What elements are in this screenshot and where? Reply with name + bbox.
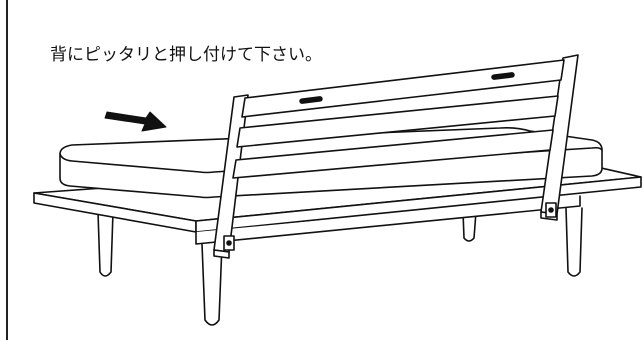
front-legs xyxy=(201,207,583,326)
instruction-text: 背にピッタリと押し付けて下さい。 xyxy=(50,45,322,65)
frame-left-border xyxy=(6,0,8,340)
push-arrow-icon xyxy=(104,111,167,132)
rear-legs xyxy=(97,211,477,277)
backrest xyxy=(213,54,579,259)
